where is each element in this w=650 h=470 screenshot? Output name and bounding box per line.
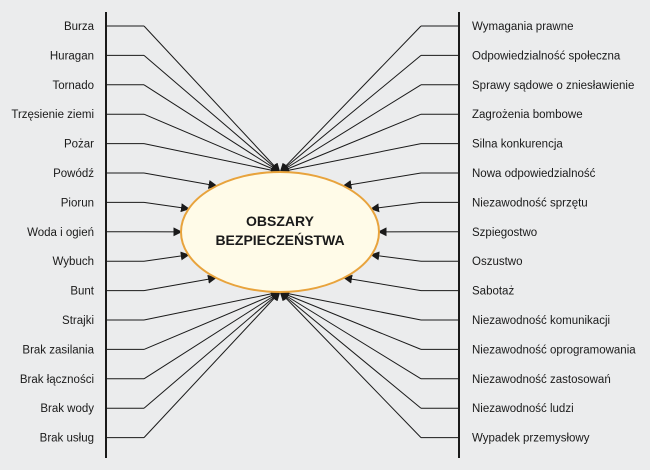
right-label-wymagania-prawne: Wymagania prawne [472, 21, 574, 33]
right-connector-arrow [279, 55, 422, 173]
left-connector-9 [106, 274, 217, 292]
right-label-silna-konkurencja: Silna konkurencja [472, 139, 563, 151]
left-label-brak-uslug: Brak usług [40, 433, 94, 445]
left-label-pozar: Pożar [64, 139, 94, 151]
left-connector-arrow [143, 172, 218, 189]
right-connector-arrow [370, 201, 422, 213]
right-label-sprawy-sadowe-o-znieslawienie: Sprawy sądowe o zniesławienie [472, 80, 634, 92]
left-label-brak-lacznosci: Brak łączności [20, 374, 94, 386]
center-title-line1: OBSZARY [246, 213, 315, 229]
left-connector-arrow [143, 143, 281, 175]
left-label-piorun: Piorun [61, 197, 94, 209]
left-connector-4 [106, 143, 281, 175]
right-label-niezawodnosc-oprogramowania: Niezawodność oprogramowania [472, 344, 636, 356]
right-connector-10 [279, 289, 459, 321]
right-connector-arrow [279, 84, 422, 173]
left-connector-arrow [143, 201, 190, 213]
left-connector-arrow [143, 291, 281, 409]
left-label-bunt: Bunt [70, 286, 94, 298]
right-label-niezawodnosc-komunikacji: Niezawodność komunikacji [472, 315, 610, 327]
left-connector-arrow [143, 274, 217, 292]
left-connector-6 [106, 201, 190, 213]
right-label-niezawodnosc-zastosowan: Niezawodność zastosowań [472, 374, 611, 386]
right-connector-arrow [279, 143, 422, 175]
center-ellipse [180, 171, 380, 293]
left-connector-13 [106, 291, 281, 409]
left-connector-arrow [143, 291, 281, 350]
left-connector-arrow [143, 84, 281, 173]
right-connector-arrow [279, 113, 422, 173]
left-connector-2 [106, 84, 281, 173]
left-connector-arrow [143, 113, 281, 173]
left-label-burza: Burza [64, 21, 95, 33]
right-connector-5 [342, 172, 459, 190]
left-label-trzesienie-ziemi: Trzęsienie ziemi [11, 109, 94, 121]
right-label-odpowiedzialnosc-spoleczna: Odpowiedzialność społeczna [472, 50, 621, 62]
right-label-niezawodnosc-ludzi: Niezawodność ludzi [472, 403, 574, 415]
right-connector-3 [279, 113, 459, 173]
right-connector-arrow [279, 291, 422, 409]
right-label-nowa-odpowiedzialnosc: Nowa odpowiedzialność [472, 168, 596, 180]
left-connector-0 [106, 25, 281, 173]
left-connector-14 [106, 291, 281, 439]
left-label-huragan: Huragan [50, 50, 94, 62]
right-connector-0 [279, 25, 459, 173]
right-connector-arrow [279, 291, 422, 380]
right-connector-9 [343, 274, 459, 292]
left-connector-11 [106, 291, 281, 350]
right-label-zagrozenia-bombowe: Zagrożenia bombowe [472, 109, 583, 121]
left-connector-10 [106, 289, 281, 321]
left-connector-arrow [143, 291, 281, 380]
right-connector-12 [279, 291, 459, 380]
left-connector-arrow [143, 291, 281, 438]
right-connector-8 [370, 251, 459, 262]
right-label-niezawodnosc-sprzetu: Niezawodność sprzętu [472, 197, 588, 209]
right-connector-2 [279, 84, 459, 173]
right-connector-14 [279, 291, 459, 439]
left-label-strajki: Strajki [62, 315, 94, 327]
left-label-tornado: Tornado [52, 80, 94, 92]
left-label-brak-wody: Brak wody [40, 403, 94, 415]
right-label-szpiegostwo: Szpiegostwo [472, 227, 537, 239]
right-connector-11 [279, 291, 459, 350]
right-connector-6 [370, 201, 459, 213]
right-connector-13 [279, 291, 459, 409]
left-connector-1 [106, 54, 281, 173]
connector-lines [106, 25, 459, 439]
left-connector-arrow [143, 289, 281, 321]
left-connector-8 [106, 251, 190, 262]
right-connector-arrow [342, 172, 422, 190]
left-connector-3 [106, 113, 281, 173]
left-connector-12 [106, 291, 281, 380]
left-label-brak-zasilania: Brak zasilania [22, 344, 94, 356]
left-connector-arrow [143, 25, 281, 173]
left-connector-arrow [143, 251, 190, 262]
left-label-woda-i-ogien: Woda i ogień [27, 227, 94, 239]
left-label-powodz: Powódź [53, 168, 94, 180]
left-connector-5 [106, 172, 218, 189]
right-connector-arrow [343, 274, 422, 292]
right-connector-1 [279, 54, 459, 173]
right-connector-4 [279, 143, 459, 175]
right-label-sabotaz: Sabotaż [472, 286, 514, 298]
right-label-wypadek-przemyslowy: Wypadek przemysłowy [472, 433, 590, 445]
right-connector-arrow [279, 291, 422, 438]
center-title-line2: BEZPIECZEŃSTWA [215, 232, 344, 248]
right-connector-arrow [370, 251, 422, 262]
left-connector-arrow [143, 55, 281, 173]
right-connector-arrow [279, 289, 422, 321]
right-connector-arrow [279, 25, 422, 173]
left-label-wybuch: Wybuch [53, 256, 94, 268]
right-connector-arrow [279, 291, 422, 350]
right-label-oszustwo: Oszustwo [472, 256, 523, 268]
